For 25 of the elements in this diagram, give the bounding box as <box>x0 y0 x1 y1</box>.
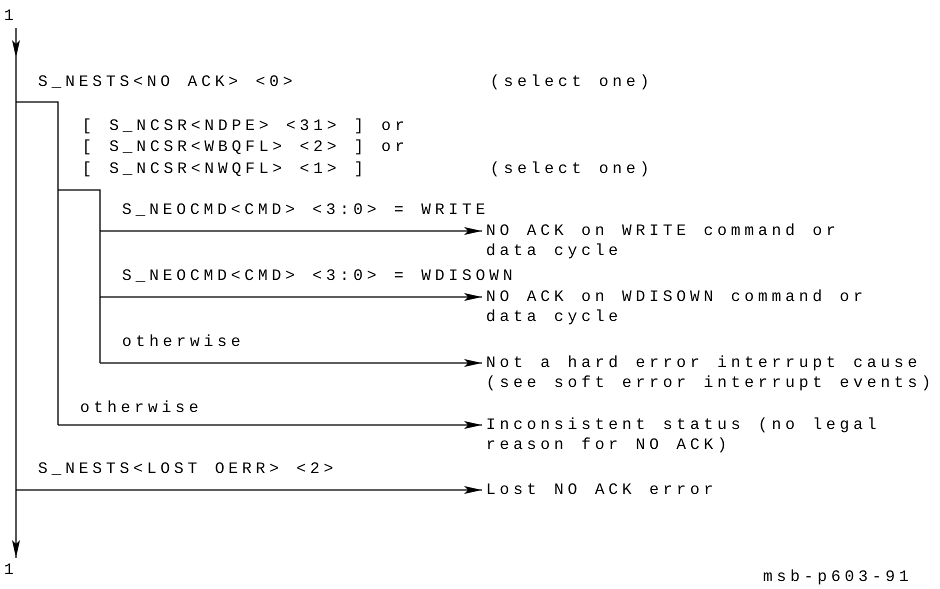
condition-text: S_NESTS<NO ACK> <0> <box>38 72 296 92</box>
outcome-text: Inconsistent status (no legal reason for NO ACK) <box>486 415 888 455</box>
condition-text: (select one) <box>490 159 654 179</box>
arrow <box>58 421 482 429</box>
connector-number: 1 <box>4 6 40 26</box>
condition-text: (select one) <box>490 72 654 92</box>
arrow <box>100 359 482 367</box>
arrow <box>16 486 482 494</box>
condition-text: [ S_NCSR<WBQFL> <2> ] or <box>82 137 408 157</box>
outcome-text: NO ACK on WDISOWN command or data cycle <box>486 287 875 327</box>
edge-label: S_NEOCMD<CMD> <3:0> = WRITE <box>122 200 490 220</box>
outcome-text: Not a hard error interrupt cause (see soft error interrupt events) <box>486 353 940 393</box>
condition-text: [ S_NCSR<NDPE> <31> ] or <box>82 116 408 136</box>
edge-label: S_NESTS<LOST OERR> <2> <box>38 459 338 479</box>
edge-label: S_NEOCMD<CMD> <3:0> = WDISOWN <box>122 266 516 286</box>
arrow <box>100 227 482 235</box>
arrow <box>12 28 20 558</box>
condition-text: [ S_NCSR<NWQFL> <1> ] <box>82 159 368 179</box>
outcome-text: NO ACK on WRITE command or data cycle <box>486 221 848 261</box>
edge-label: otherwise <box>122 332 244 352</box>
arrow <box>100 293 482 301</box>
outcome-text: Lost NO ACK error <box>486 480 766 500</box>
figure-id: msb-p603-91 <box>763 567 913 587</box>
connector-number: 1 <box>4 560 40 580</box>
edge-label: otherwise <box>80 398 202 418</box>
